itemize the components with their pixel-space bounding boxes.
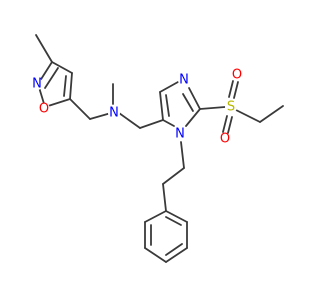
bond-s-o-bot-double <box>227 116 233 134</box>
molecule-canvas: N O N N N S O O <box>31 34 284 263</box>
atom-label-n3-imidazole: N <box>179 73 189 88</box>
bond-s-o-top-double <box>228 80 234 98</box>
bond-c4-c3 <box>51 61 73 74</box>
atom-label-o-isoxazole: O <box>39 102 49 117</box>
atom-o-isoxazole: O <box>38 102 50 117</box>
atom-n3-imidazole: N <box>178 73 190 88</box>
bond-methyl-c3 <box>35 34 53 63</box>
bond-ph-m1-p <box>144 247 167 263</box>
bond-ch2-n-amine <box>89 112 112 120</box>
atom-label-n-amine: N <box>109 106 119 121</box>
bond-ph-ipso-o1 <box>144 210 167 223</box>
bond-s-ethyl <box>235 109 261 123</box>
bond-s-o-top <box>233 81 239 99</box>
atom-label-o-sulfonyl-top: O <box>232 68 242 83</box>
bond-c3-n-iso-double <box>44 67 59 89</box>
bond-c5-c4 <box>69 72 73 100</box>
bond-o-c5 <box>44 98 71 108</box>
atom-n1-imidazole: N <box>174 127 186 142</box>
bond-c5-c4-double <box>63 75 67 97</box>
bond-c2-s <box>199 106 226 110</box>
bond-im-c2-n1 <box>185 108 201 127</box>
bond-im-n1-c5 <box>162 119 175 127</box>
bond-ph-o2-ipso <box>165 210 188 223</box>
atom-label-n1-imidazole: N <box>175 127 185 142</box>
bond-im-n3-c2-double <box>182 93 194 112</box>
atom-n-amine: N <box>108 106 120 121</box>
atom-n-isoxazole: N <box>31 77 43 92</box>
bond-phenethyl-chain <box>162 167 185 185</box>
bond-im-n3-c2 <box>188 87 201 110</box>
bond-chain-ipso <box>162 183 167 212</box>
atom-o-sulfonyl-top: O <box>231 68 243 83</box>
bond-im-c5-c4 <box>159 91 164 121</box>
bond-c5-ch2 <box>69 98 91 120</box>
atom-label-o-sulfonyl-bottom: O <box>220 132 230 147</box>
atom-label-s-sulfonyl: S <box>227 100 235 115</box>
bond-ethyl-ch3 <box>259 105 284 123</box>
bond-im-c5-c4-double <box>165 94 170 117</box>
bond-ph-o2-ipso-double <box>165 216 182 226</box>
atom-label-n-isoxazole: N <box>32 77 42 92</box>
bond-n1-phenethyl <box>180 141 185 169</box>
structure-diagram: N O N N N S O O <box>31 34 284 263</box>
bond-ph-p-m2 <box>165 247 188 263</box>
atom-s-sulfonyl: S <box>225 100 237 115</box>
bond-im-c4-n3 <box>159 81 179 93</box>
bond-s-o-bot <box>222 115 228 133</box>
bond-n-ch2-right <box>118 112 141 129</box>
bond-ch2-im-c5 <box>139 119 164 129</box>
atom-o-sulfonyl-bottom: O <box>219 132 231 147</box>
bond-ph-p-m2-double <box>165 243 183 256</box>
